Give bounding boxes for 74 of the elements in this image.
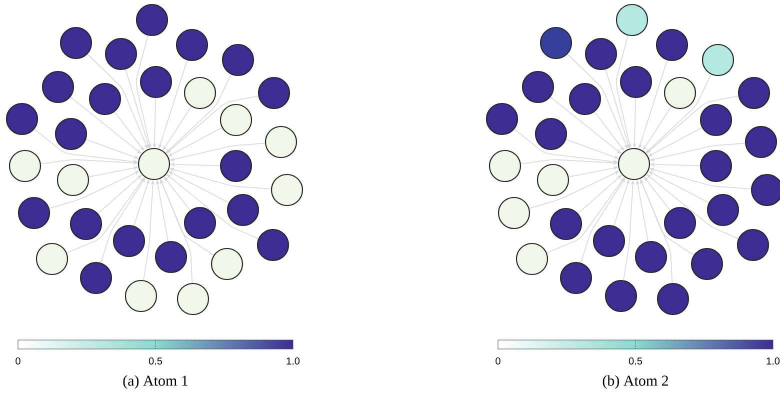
arrow [70,96,142,154]
graph-node [70,208,102,240]
graph-node [6,102,38,136]
subfigure-caption: (a) Atom 1 [123,375,188,389]
graph-node [604,280,638,312]
graph-node [220,104,252,136]
graph-node [540,26,572,60]
graph-node [18,196,50,230]
graph-node [522,70,554,104]
graph-node [690,248,724,280]
graph-node [616,4,648,36]
tick-label: 0.5 [628,357,642,365]
graph-node [488,150,522,182]
graph-node [744,126,778,158]
graph-node [140,66,172,98]
graph-node [60,26,92,60]
graph-node [498,196,530,230]
arrow [578,174,622,214]
arrow [550,96,622,154]
graph-node [620,66,652,98]
graph-node [36,242,68,276]
graph-node [104,38,138,70]
graph-node [656,282,690,316]
graph-node [80,262,112,294]
graph-node [592,224,626,258]
graph-node [560,262,592,294]
arrow [98,174,142,214]
graph-node [210,248,244,280]
graph-node [184,76,216,110]
graph-node [584,38,618,70]
graph-node [176,282,210,316]
tick-label: 1.0 [286,357,300,365]
graph-node [124,280,158,312]
graph-node [656,28,688,62]
graph-node [88,82,122,116]
center-node [618,148,650,180]
center-node [138,148,170,180]
graph-node [702,44,734,76]
graph-node [184,206,216,240]
graph-node [664,206,696,240]
graph-node [264,126,298,158]
graph-node [568,82,602,116]
tick-label: 0 [16,357,20,365]
graph-node [112,224,146,258]
graph-node [258,76,290,110]
graph-node [536,164,570,196]
graph-node [736,228,770,262]
graph-node [220,150,252,182]
graph-node [700,104,732,136]
graph-node [634,240,668,274]
graph-node [700,150,732,182]
graph-node [176,28,208,62]
graph-node [738,76,770,110]
graph-node [222,44,254,76]
tick-label: 1.0 [766,357,780,365]
graph-node [256,228,290,262]
tick-label: 0 [496,357,500,365]
graph-node [550,208,582,240]
graph-node [664,76,696,110]
tick-label: 0.5 [148,357,162,365]
graph-node [154,240,188,274]
graph-node [534,118,568,150]
graph-node [486,102,518,136]
graph-node [136,4,168,36]
graph-node [270,174,304,206]
graph-node [54,118,88,150]
graph-node [56,164,90,196]
graph-node [226,194,260,226]
graph-node [706,194,740,226]
graph-node [8,150,42,182]
subfigure-caption: (b) Atom 2 [602,375,668,389]
graph-node [750,174,780,206]
graph-node [42,70,74,104]
graph-node [516,242,548,276]
